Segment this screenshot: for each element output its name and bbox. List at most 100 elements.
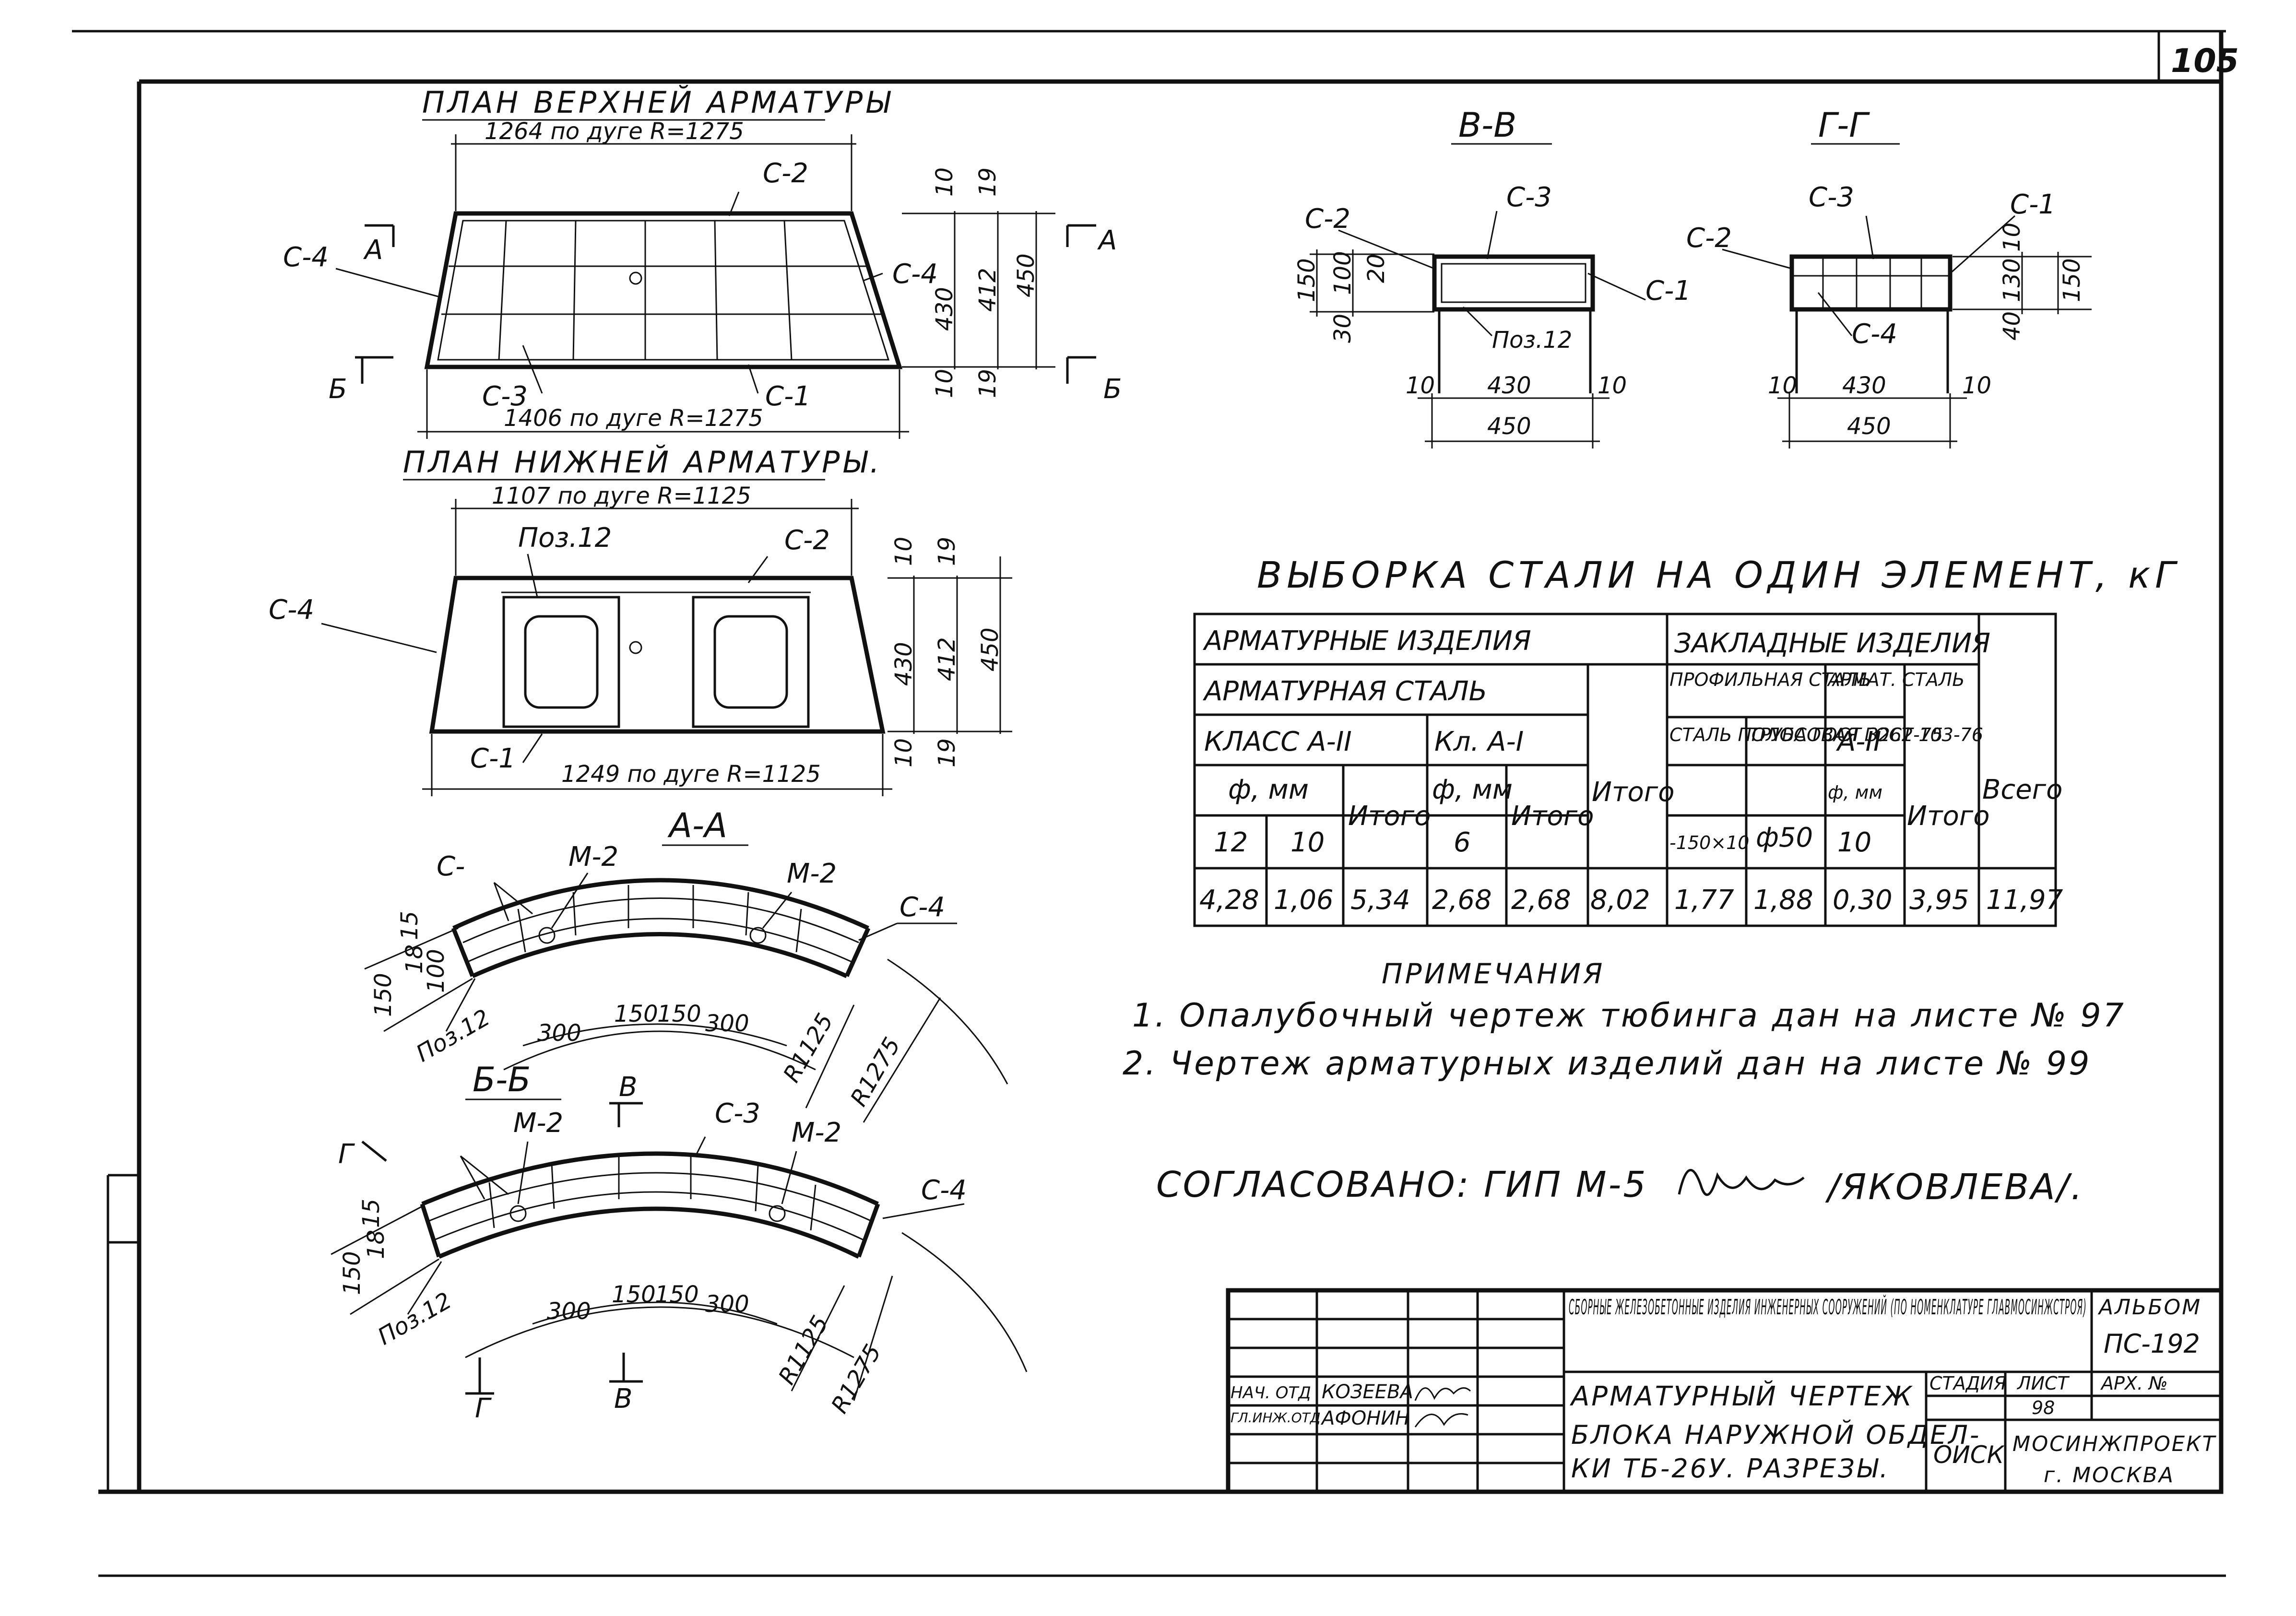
section-vv-dim-430: 430: [1487, 372, 1531, 399]
top-plan-label-c3: С-3: [482, 381, 528, 412]
approval-name: /ЯКОВЛЕВА/.: [1825, 1167, 2084, 1208]
section-gg-label-c2: С-2: [1686, 223, 1732, 254]
approval: СОГЛАСОВАНО: ГИП М-5 /ЯКОВЛЕВА/.: [1156, 1164, 2084, 1208]
top-plan-section-a-right: А: [1097, 225, 1117, 256]
steel-table-h-arm-stal: АРМАТУРНАЯ СТАЛЬ: [1203, 676, 1487, 707]
section-gg-dim-150: 150: [2059, 258, 2085, 302]
steel-table-h-phi-mm-zakl: ф, мм: [1828, 782, 1882, 803]
section-aa-label-c4: С-4: [899, 892, 945, 923]
section-aa-label-poz12: Поз.12: [412, 1004, 495, 1067]
stamp-stage-label: СТАДИЯ: [1929, 1373, 2006, 1394]
section-bb-dim-150: 150: [339, 1251, 366, 1295]
section-bb-label-m2-right: М-2: [792, 1117, 841, 1148]
steel-table-h-itogo-a1: Итого: [1511, 801, 1594, 832]
steel-table-val-2: 1,06: [1274, 885, 1334, 916]
section-vv-label-c2: С-2: [1305, 203, 1350, 235]
bottom-plan-dim-430: 430: [890, 642, 917, 686]
section-aa-dim-150b: 150: [657, 1001, 701, 1027]
top-plan-section-b-right: Б: [1103, 374, 1122, 405]
section-gg: Г-Г С-3 С-2 С-1 С-4 10 130 150 40 10 430…: [1686, 106, 2092, 448]
bottom-plan-title: ПЛАН НИЖНЕЙ АРМАТУРЫ.: [403, 444, 882, 480]
section-bb-dim-150a: 150: [612, 1281, 656, 1308]
bottom-plan-dim-450: 450: [977, 627, 1004, 672]
top-plan-dim-10b: 10: [931, 369, 958, 398]
section-bb-dim-r1125: R1125: [773, 1311, 834, 1389]
section-gg-dim-450: 450: [1847, 413, 1891, 440]
bottom-plan-top-dim: 1107 по дуге R=1125: [492, 483, 751, 509]
steel-table-h-zakl-izd: ЗАКЛАДНЫЕ ИЗДЕЛИЯ: [1674, 628, 1990, 659]
section-vv-dim-150: 150: [1293, 258, 1320, 302]
top-plan-label-c1: С-1: [765, 381, 811, 412]
steel-table-h-stal-pol: СТАЛЬ ПОЛОСОВАЯ ГОСТ 103-76: [1669, 724, 1983, 745]
stamp-album: ПС-192: [2104, 1329, 2200, 1359]
steel-table: ВЫБОРКА СТАЛИ НА ОДИН ЭЛЕМЕНТ, кГ АРМАТУ…: [1193, 554, 2180, 927]
bottom-plan-dim-19a: 19: [934, 537, 960, 566]
title-block: СБОРНЫЕ ЖЕЛЕЗОБЕТОННЫЕ ИЗДЕЛИЯ ИНЖЕНЕРНЫ…: [1226, 1288, 2224, 1494]
top-plan-label-c4-left: С-4: [283, 242, 329, 273]
steel-table-val-5: 2,68: [1511, 885, 1571, 916]
section-gg-dim-40: 40: [1999, 311, 2025, 341]
section-gg-title: Г-Г: [1818, 106, 1870, 145]
steel-table-h-arm-izd: АРМАТУРНЫЕ ИЗДЕЛИЯ: [1203, 625, 1531, 657]
section-bb-dim-15: 15: [358, 1199, 385, 1228]
section-aa-dim-150: 150: [370, 973, 397, 1017]
section-gg-label-c4: С-4: [1852, 318, 1897, 350]
stamp-role-1: НАЧ. ОТД: [1231, 1383, 1311, 1403]
top-plan-title: ПЛАН ВЕРХНЕЙ АРМАТУРЫ: [422, 84, 893, 120]
bottom-plan-dim-10b: 10: [890, 738, 917, 767]
section-aa-label-m2-right: М-2: [787, 858, 837, 889]
stamp-org: МОСИНЖПРОЕКТ: [2012, 1432, 2216, 1456]
section-vv-label-c3: С-3: [1506, 182, 1552, 213]
section-vv-label-c1: С-1: [1645, 275, 1691, 307]
section-gg-dim-10b: 10: [1962, 372, 1991, 399]
steel-table-h-phi-mm-a1: ф, мм: [1432, 774, 1513, 805]
sheet-number: 105: [2171, 42, 2239, 80]
section-vv-dim-450: 450: [1487, 413, 1531, 440]
top-plan-dim-19b: 19: [974, 369, 1001, 398]
steel-table-h-phi-mm-a2: ф, мм: [1228, 774, 1309, 805]
section-aa-dim-18: 18: [401, 944, 428, 974]
top-plan-section-a-left: А: [363, 235, 383, 266]
top-plan-dim-19a: 19: [974, 167, 1001, 197]
section-gg-dim-10a: 10: [1768, 372, 1797, 399]
stamp-sheet-label: ЛИСТ: [2016, 1373, 2070, 1394]
top-plan-dim-10a: 10: [931, 167, 958, 197]
steel-table-val-3: 5,34: [1350, 885, 1410, 916]
section-vv-dim-100: 100: [1329, 251, 1356, 295]
section-bb-label-poz12: Поз.12: [373, 1287, 456, 1350]
section-aa-dim-150a: 150: [614, 1001, 658, 1027]
section-bb-cut-v-bottom: В: [614, 1383, 632, 1415]
notes-title: ПРИМЕЧАНИЯ: [1382, 957, 1605, 990]
steel-table-h-itogo-zakl: Итого: [1907, 801, 1989, 832]
steel-table-h-kl-a1: Кл. А-I: [1434, 726, 1524, 757]
steel-table-title: ВЫБОРКА СТАЛИ НА ОДИН ЭЛЕМЕНТ, кГ: [1257, 554, 2180, 596]
steel-table-h-a2: А-II: [1836, 726, 1882, 757]
stamp-person-2: АФОНИН: [1320, 1407, 1409, 1429]
steel-table-val-6: 8,02: [1590, 885, 1650, 916]
section-bb-dim-300b: 300: [705, 1291, 749, 1318]
steel-table-size-12: 12: [1214, 827, 1248, 858]
stamp-person-1: КОЗЕЕВА: [1322, 1381, 1413, 1403]
steel-table-val-1: 4,28: [1199, 885, 1259, 916]
steel-table-h-armat-stal: АРМАТ. СТАЛЬ: [1826, 669, 1965, 690]
bottom-plan-bottom-dim: 1249 по дуге R=1125: [561, 761, 821, 788]
section-bb-dim-150b: 150: [655, 1281, 699, 1308]
stamp-signature-2: [1414, 1413, 1468, 1427]
stamp-sheet: 98: [2032, 1397, 2055, 1418]
section-aa-dim-r1275: R1275: [845, 1033, 906, 1111]
section-aa-dim-300a: 300: [537, 1020, 581, 1047]
section-gg-label-c1: С-1: [2010, 189, 2056, 220]
steel-table-size-10: 10: [1290, 827, 1325, 858]
steel-table-size-6: 6: [1454, 827, 1471, 858]
section-aa-label-c: С-: [437, 851, 465, 882]
steel-table-h-prof-stal: ПРОФИЛЬНАЯ СТАЛЬ: [1669, 669, 1871, 690]
note-2: 2. Чертеж арматурных изделий дан на лист…: [1123, 1045, 2091, 1083]
top-plan: ПЛАН ВЕРХНЕЙ АРМАТУРЫ 1264 по дуге R=127…: [283, 84, 1122, 439]
stamp-arch-label: АРХ. №: [2100, 1373, 2168, 1394]
section-bb-cut-g-top: Г: [338, 1139, 355, 1170]
bottom-plan-dim-10a: 10: [890, 537, 917, 566]
section-aa-dim-100: 100: [423, 949, 450, 993]
section-bb-label-m2-left: М-2: [513, 1108, 563, 1139]
stamp-role-2: ГЛ.ИНЖ.ОТД: [1231, 1410, 1321, 1426]
steel-table-val-7: 1,77: [1674, 885, 1734, 916]
